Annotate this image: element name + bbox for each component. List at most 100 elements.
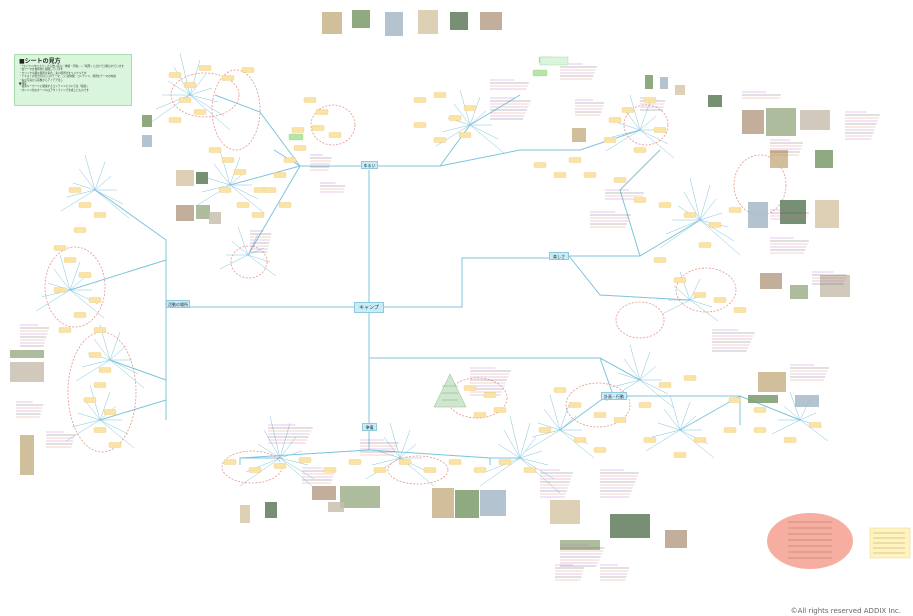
hub-top[interactable]: ゆるい	[361, 161, 378, 169]
idea-node	[413, 97, 427, 103]
sub-branch-line	[661, 299, 691, 315]
sub-branch-line	[679, 271, 691, 301]
legend-line: ・「ワイワイ/ゆったり」から始→遊ぶ／体験・行動」→「場所」に分けて分類されてい…	[19, 65, 124, 68]
hub-center[interactable]: キャンプ	[354, 302, 384, 313]
idea-node	[193, 109, 207, 115]
photo-thumbnail	[10, 362, 44, 382]
legend-line: ・右の写真から画像からアイデア出し	[19, 78, 63, 82]
sub-branch-line	[59, 254, 71, 291]
sub-branch-line	[559, 401, 571, 431]
photo-thumbnail	[610, 514, 650, 538]
copyright-text: ©All rights reserved ADDIX Inc.	[790, 607, 901, 615]
photo-thumbnail	[708, 95, 722, 107]
sub-branch-line	[639, 115, 657, 131]
idea-node	[638, 402, 652, 408]
sub-branch-line	[469, 96, 481, 126]
photo-thumbnail	[265, 502, 277, 518]
sub-branch-line	[179, 52, 191, 96]
sub-branch-line	[263, 429, 281, 459]
branch-line	[619, 149, 661, 257]
sub-branch-line	[543, 408, 561, 431]
photo-thumbnail	[432, 488, 454, 518]
photo-thumbnail	[176, 205, 194, 221]
sub-branch-line	[617, 122, 641, 131]
photo-thumbnail	[450, 12, 468, 30]
sub-branch-line	[485, 457, 521, 473]
idea-node	[673, 277, 687, 283]
photo-thumbnail	[418, 10, 438, 34]
idea-node	[613, 417, 627, 423]
idea-node	[783, 437, 797, 443]
sub-branch-line	[679, 429, 715, 459]
idea-node	[311, 125, 325, 131]
idea-node	[433, 92, 447, 98]
sub-branch-line	[84, 154, 96, 191]
branch-line	[229, 165, 301, 186]
sub-branch-line	[629, 344, 641, 381]
idea-node	[348, 459, 362, 465]
sub-branch-line	[279, 422, 291, 459]
sub-branch-line	[673, 285, 691, 301]
idea-node	[483, 392, 497, 398]
cluster-oval	[565, 382, 631, 428]
idea-node	[658, 382, 672, 388]
idea-node	[373, 467, 387, 473]
sub-branch-line	[559, 429, 595, 459]
hub-bottom-right[interactable]: 計画・行動	[601, 392, 627, 400]
legend-line: ・オレンジ色のオーバルはアウトラインで生成したものです	[19, 88, 90, 92]
sub-branch-line	[229, 184, 265, 214]
idea-node	[498, 459, 512, 465]
sub-branch-line	[645, 429, 681, 452]
sub-branch-line	[247, 233, 259, 256]
sub-branch-line	[213, 163, 231, 186]
idea-node	[93, 382, 107, 388]
sub-branch-line	[537, 422, 561, 431]
sub-branch-line	[639, 365, 657, 381]
photo-thumbnail	[209, 212, 221, 224]
idea-node	[103, 409, 117, 415]
sub-branch-line	[99, 419, 129, 435]
sub-branch-line	[173, 66, 191, 96]
idea-node	[633, 147, 647, 153]
sub-branch-line	[509, 415, 521, 459]
idea-node	[568, 402, 582, 408]
idea-node	[693, 437, 707, 443]
photo-thumbnail	[795, 395, 819, 407]
sub-branch-line	[35, 289, 71, 312]
idea-node	[593, 412, 607, 418]
idea-node	[608, 117, 622, 123]
idea-node	[83, 397, 97, 403]
sub-branch-line	[651, 429, 681, 438]
sub-branch-line	[189, 94, 219, 103]
hub-left[interactable]: 活動の場所	[166, 300, 190, 308]
sub-branch-line	[441, 124, 471, 133]
sub-branch-line	[617, 372, 641, 381]
idea-node	[218, 187, 232, 193]
cluster-oval	[67, 331, 137, 453]
sub-branch-line	[549, 394, 561, 431]
idea-node	[683, 375, 697, 381]
sub-branch-line	[399, 429, 411, 459]
photo-thumbnail	[758, 372, 786, 392]
sub-branch-line	[679, 401, 691, 431]
idea-node	[221, 75, 235, 81]
sub-branch-line	[279, 450, 303, 459]
cluster-ovals	[44, 69, 787, 485]
sub-branch-line	[799, 412, 817, 421]
sub-branch-line	[279, 457, 309, 466]
idea-node	[78, 202, 92, 208]
sub-branch-line	[639, 101, 651, 131]
sub-branch-line	[699, 184, 711, 221]
idea-node	[93, 212, 107, 218]
idea-node	[473, 467, 487, 473]
special-shapes	[433, 56, 911, 569]
sub-branch-line	[94, 189, 124, 205]
branch-line	[239, 431, 370, 465]
idea-node	[413, 122, 427, 128]
hub-bottom[interactable]: 準備	[362, 423, 377, 431]
branch-line	[439, 94, 521, 167]
hub-right[interactable]: 楽しさ	[549, 252, 569, 260]
branch-line	[369, 149, 521, 167]
sub-branch-line	[71, 419, 101, 428]
photo-thumbnail	[550, 500, 580, 524]
